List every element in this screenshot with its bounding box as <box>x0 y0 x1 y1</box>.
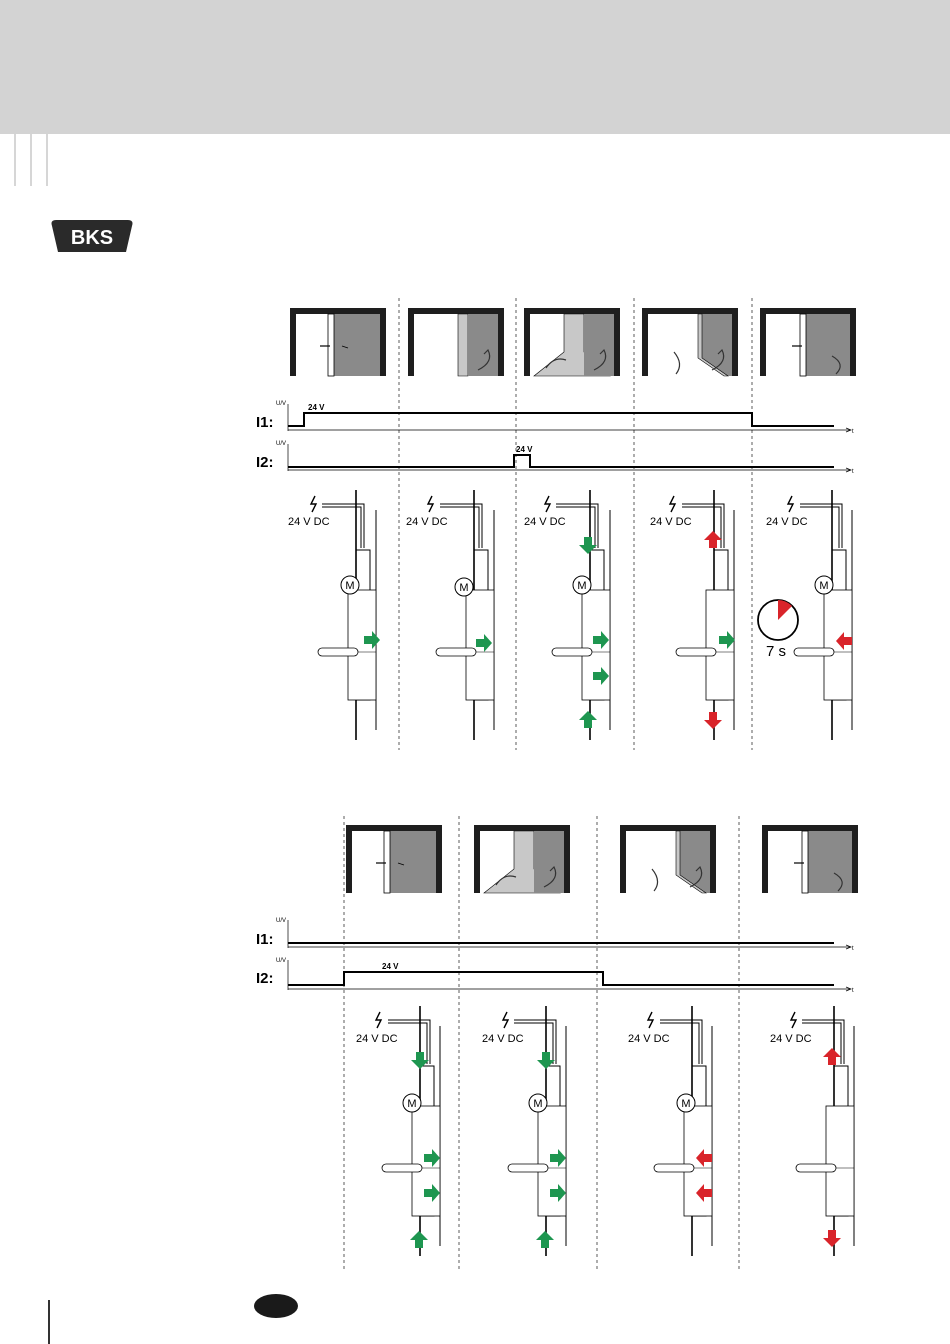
voltage-level-label: 24 V <box>308 403 325 412</box>
motor-icon <box>455 578 473 596</box>
door-state-open <box>474 825 570 893</box>
red-arrow-icon <box>823 1230 841 1247</box>
motor-icon <box>573 576 591 594</box>
door-state-open <box>524 308 620 376</box>
signal-unit: U/V <box>276 918 286 924</box>
diagram-2: I1: U/V t I2: U/V t 24 V 24 V DC 24 V DC… <box>256 816 858 1270</box>
red-arrow-icon <box>704 531 722 548</box>
door-state-closed-locking <box>762 825 858 893</box>
voltage-level-label: 24 V <box>516 445 533 454</box>
supply-label: 24 V DC <box>766 516 808 528</box>
motor-icon <box>341 576 359 594</box>
supply-label: 24 V DC <box>482 1033 524 1045</box>
door-state-closed <box>346 825 442 893</box>
motor-icon <box>403 1094 421 1112</box>
timer-icon <box>758 600 798 640</box>
green-arrow-icon <box>536 1231 554 1248</box>
door-state-closed-locking <box>760 308 856 376</box>
signal-unit: U/V <box>276 958 286 964</box>
time-axis-label: t <box>852 946 854 952</box>
signal-unit: U/V <box>276 401 286 407</box>
motor-icon <box>677 1094 695 1112</box>
supply-label: 24 V DC <box>406 516 448 528</box>
diagram-1: I1: U/V t 24 V I2: U/V t 24 V 24 V DC 24… <box>256 298 856 750</box>
signal-unit: U/V <box>276 441 286 447</box>
motor-icon <box>529 1094 547 1112</box>
supply-label: 24 V DC <box>770 1033 812 1045</box>
supply-label: 24 V DC <box>524 516 566 528</box>
green-arrow-icon <box>579 711 597 728</box>
green-arrow-icon <box>410 1231 428 1248</box>
timer-label: 7 s <box>766 643 786 660</box>
green-arrow-icon <box>579 537 597 554</box>
supply-label: 24 V DC <box>288 516 330 528</box>
door-state-opening <box>408 308 504 376</box>
red-arrow-icon <box>704 712 722 729</box>
voltage-level-label: 24 V <box>382 962 399 971</box>
door-state-closing <box>642 308 738 376</box>
page-marker <box>254 1294 298 1318</box>
door-state-closing <box>620 825 716 893</box>
time-axis-label: t <box>852 429 854 435</box>
supply-label: 24 V DC <box>650 516 692 528</box>
motor-icon <box>815 576 833 594</box>
signal-label-i1: I1: <box>256 931 274 948</box>
red-arrow-icon <box>823 1048 841 1065</box>
door-state-closed <box>290 308 386 376</box>
signal-label-i2: I2: <box>256 970 274 987</box>
signal-label-i1: I1: <box>256 414 274 431</box>
supply-label: 24 V DC <box>356 1033 398 1045</box>
time-axis-label: t <box>852 988 854 994</box>
signal-label-i2: I2: <box>256 454 274 471</box>
time-axis-label: t <box>852 469 854 475</box>
supply-label: 24 V DC <box>628 1033 670 1045</box>
